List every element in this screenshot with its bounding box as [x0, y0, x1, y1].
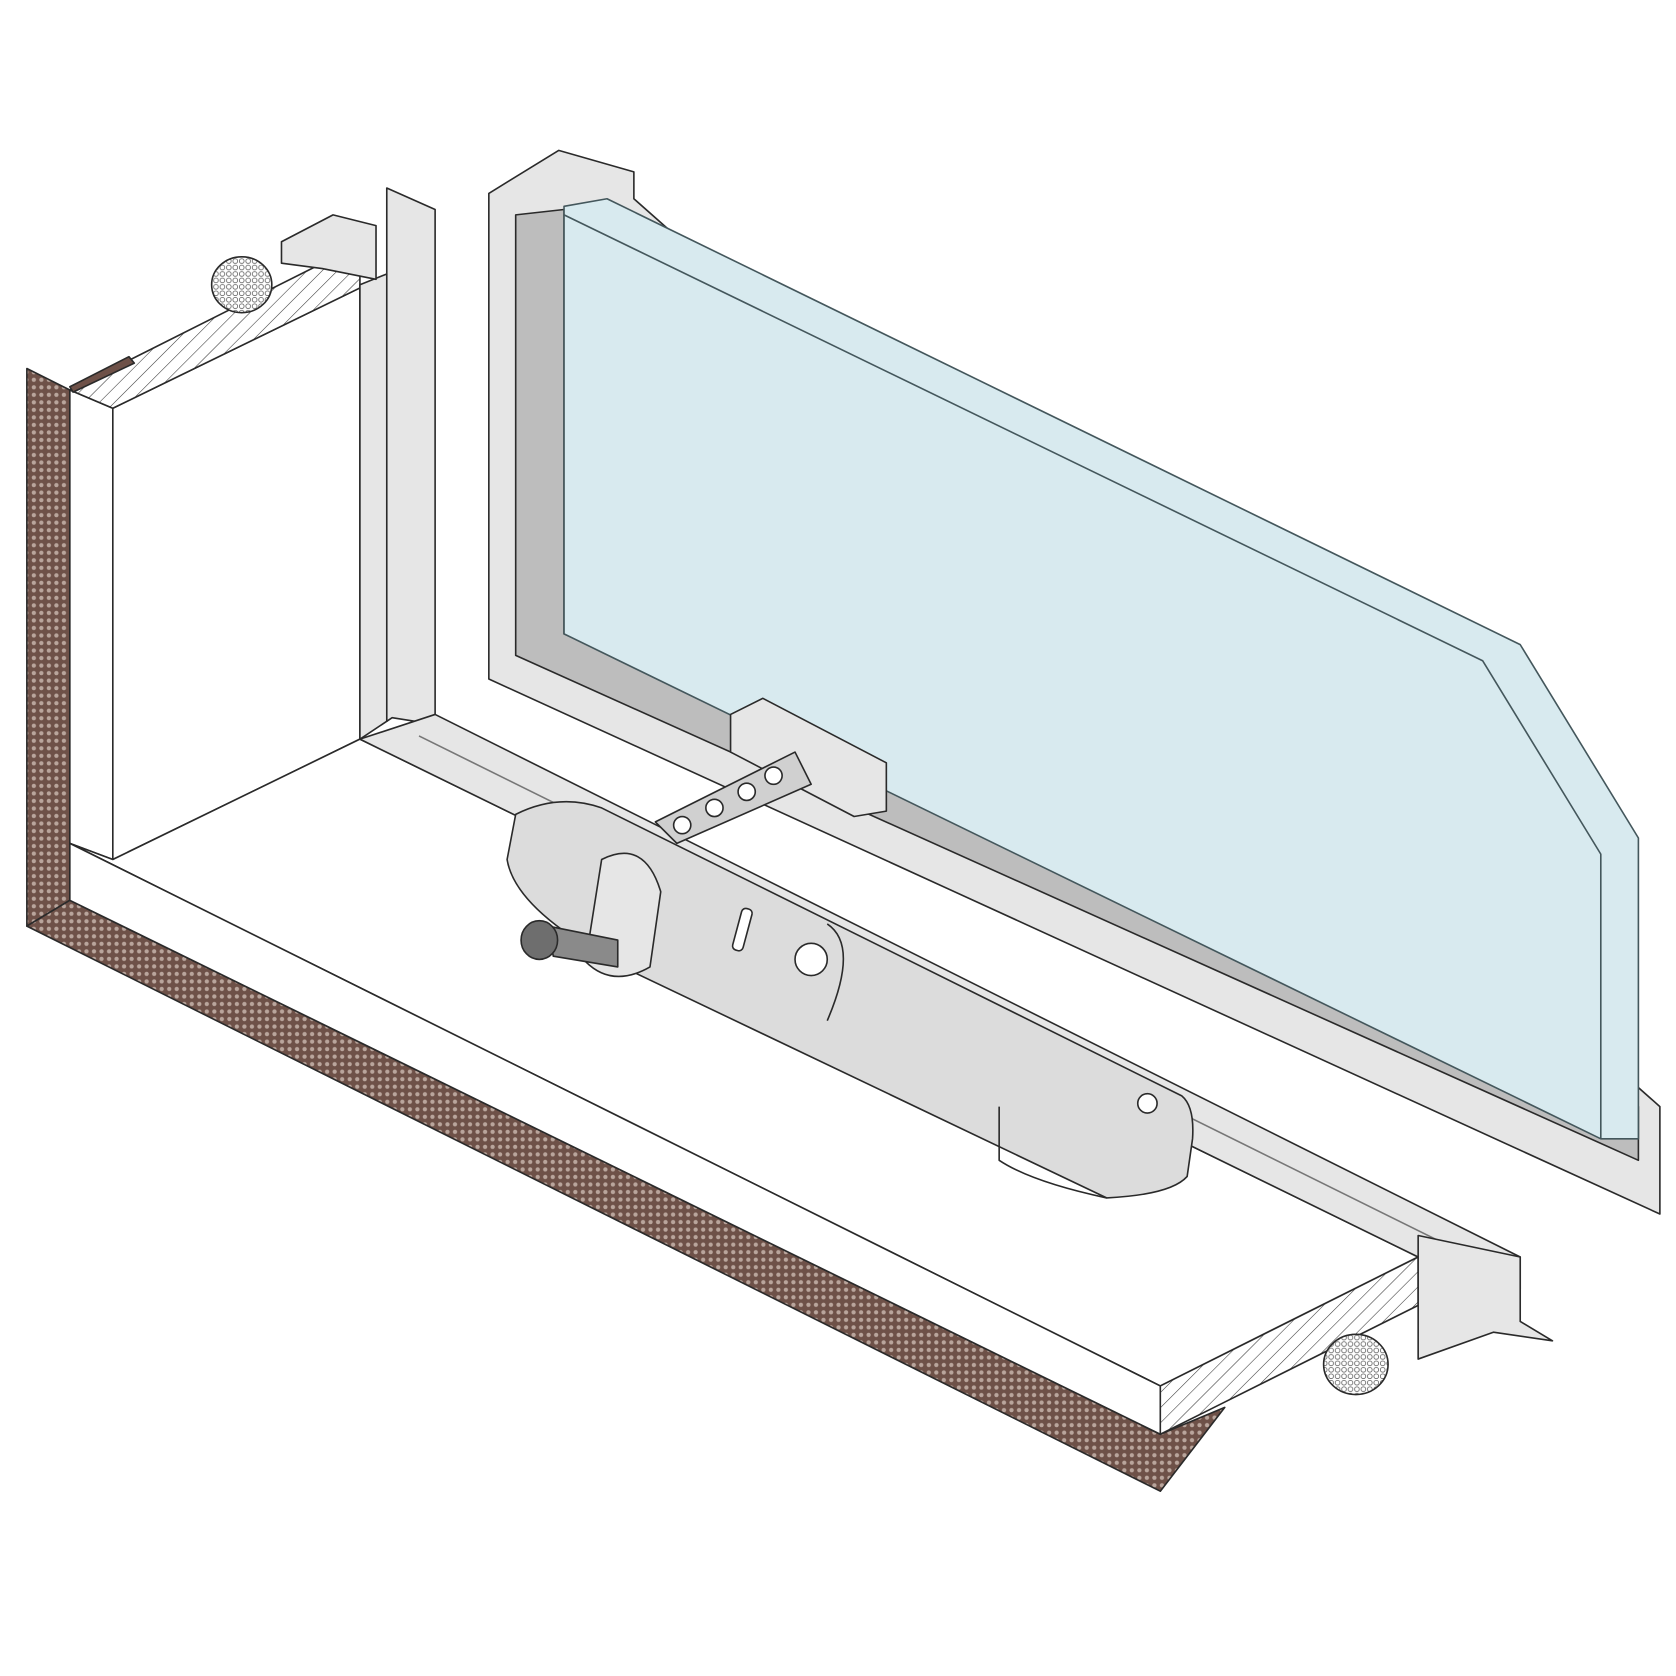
indicator-slot — [731, 907, 753, 952]
actuator-cover-line — [826, 923, 1107, 1199]
reveal-wall — [69, 389, 114, 861]
left-frame-clip — [280, 214, 377, 281]
chain-actuator-body — [506, 800, 1194, 1199]
arm-bolt-icon — [672, 815, 692, 835]
wall-left-section — [26, 367, 71, 927]
hatched-section-top — [69, 262, 361, 410]
glass-edge — [563, 214, 1602, 1139]
sash-bracket — [729, 697, 888, 818]
arm-bolt-icon — [764, 766, 783, 786]
wall-bottom-section — [26, 899, 1226, 1493]
foam-seal-bottom — [1322, 1333, 1389, 1396]
left-trim — [69, 355, 136, 393]
arm-bolt-icon — [737, 782, 757, 802]
mounting-hole-icon — [1136, 1092, 1158, 1114]
rail-end-profile — [1417, 1234, 1554, 1360]
key-lock-icon — [794, 942, 829, 977]
foam-seal-top — [210, 255, 273, 314]
handle-knob[interactable] — [520, 919, 559, 961]
arm-bolt-icon — [705, 798, 724, 818]
hatched-section-bottom — [1159, 1256, 1419, 1436]
